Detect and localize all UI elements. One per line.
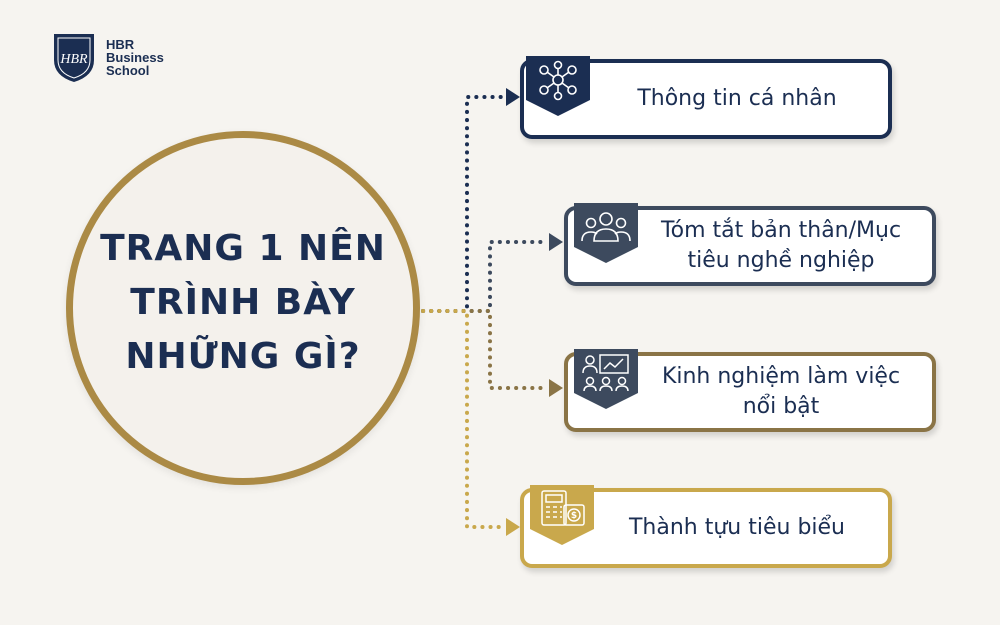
calculator-money-icon: $ [530, 485, 594, 545]
connector-3 [421, 309, 550, 390]
arrowhead-1 [506, 88, 520, 106]
logo-line-3: School [106, 62, 150, 78]
item-label: Thành tựu tiêu biểu [594, 492, 880, 564]
logo-line-2: Business [106, 49, 164, 65]
item-label-line-1: Thành tựu tiêu biểu [628, 515, 845, 540]
item-label-line-1: Tóm tắt bản thân/Mục [660, 218, 902, 243]
item-label: Kinh nghiệm làm việc nổi bật [638, 356, 924, 428]
arrowhead-4 [506, 518, 520, 536]
connector-4 [421, 309, 507, 529]
svg-text:$: $ [571, 511, 577, 521]
logo-line-1: HBR [106, 36, 135, 52]
arrowhead-2 [549, 233, 563, 251]
center-circle: TRANG 1 NÊN TRÌNH BÀY NHỮNG GÌ? [66, 131, 420, 485]
team-profile-icon [574, 203, 638, 263]
logo-monogram: HBR [59, 52, 88, 67]
shield-logo-icon: HBR [54, 34, 94, 82]
connector-2 [421, 240, 550, 313]
item-label: Thông tin cá nhân [594, 63, 880, 135]
item-label-line-1: Kinh nghiệm làm việc [661, 364, 901, 389]
logo-wordmark: HBR Business School [106, 38, 164, 77]
center-title-line-1: TRANG 1 NÊN [100, 228, 386, 269]
people-network-icon [526, 56, 590, 116]
item-label: Tóm tắt bản thân/Mục tiêu nghề nghiệp [638, 210, 924, 282]
connector-1 [421, 95, 507, 313]
center-title-line-3: NHỮNG GÌ? [125, 336, 361, 377]
center-title: TRANG 1 NÊN TRÌNH BÀY NHỮNG GÌ? [93, 222, 393, 384]
meeting-presentation-icon [574, 349, 638, 409]
item-label-line-2: tiêu nghề nghiệp [687, 248, 875, 273]
item-label-line-2: nổi bật [742, 394, 820, 419]
center-title-line-2: TRÌNH BÀY [130, 282, 356, 323]
brand-logo: HBR HBR Business School [50, 30, 164, 84]
item-label-line-1: Thông tin cá nhân [637, 86, 837, 111]
arrowhead-3 [549, 379, 563, 397]
